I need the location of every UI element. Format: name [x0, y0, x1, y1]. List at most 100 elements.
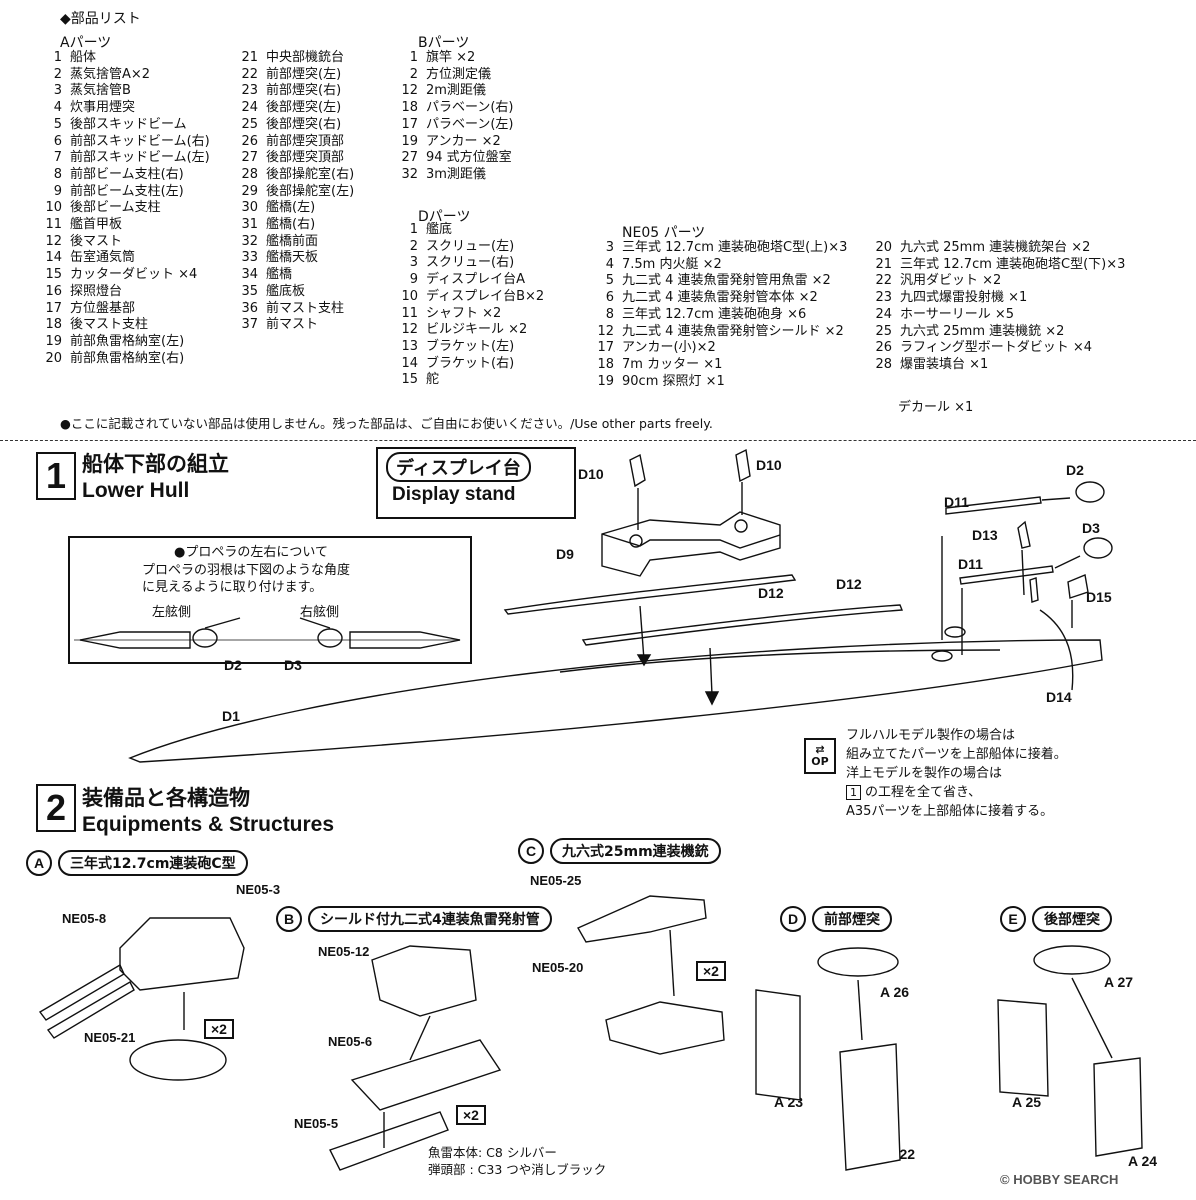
watermark: © HOBBY SEARCH: [1000, 1172, 1119, 1187]
propeller-note-line2: に見えるように取り付けます。: [142, 580, 323, 595]
subassembly-c-title: 九六式25mm連装機銃: [550, 838, 721, 864]
part-number: 2: [409, 238, 418, 254]
step1-title-en: Lower Hull: [82, 479, 190, 502]
part-name: 蒸気捨管B: [70, 83, 131, 99]
b-parts-header: Bパーツ: [418, 35, 470, 51]
label-d3: D3: [1082, 520, 1100, 536]
part-number: 17: [597, 340, 614, 356]
hull-mount-2: [944, 626, 966, 638]
label-ne05-5: NE05-5: [294, 1116, 339, 1131]
label-d2: D2: [1066, 462, 1084, 478]
part-number: 1: [53, 50, 62, 65]
part-name: 缶室通気筒: [70, 250, 136, 266]
propeller-note-box: [68, 536, 472, 664]
part-number: 28: [241, 166, 258, 182]
part-number: 22: [241, 66, 258, 82]
part-number: 30: [241, 200, 258, 216]
label-d3-prop: D3: [284, 657, 302, 673]
label-d13: D13: [972, 527, 998, 543]
label-ne05-3: NE05-3: [236, 882, 281, 897]
paint-note-body: 魚雷本体: C8 シルバー: [428, 1145, 557, 1160]
hull-mount-1: [931, 650, 953, 662]
part-number: 18: [45, 317, 62, 333]
subassembly-c-header: C 九六式25mm連装機銃: [518, 838, 721, 864]
part-number: 22: [875, 273, 892, 289]
op-note-line4: の工程を全て省き、: [865, 785, 982, 800]
rudder-d15: [1067, 574, 1089, 599]
part-name: シャフト ×2: [426, 305, 502, 321]
label-ne05-25: NE05-25: [530, 873, 582, 888]
step1-number: 1: [36, 452, 76, 500]
aa-gun-ne05-25: [577, 895, 707, 943]
part-number: 20: [875, 240, 892, 255]
parts-list-item: 30 艦橋(左): [236, 200, 354, 217]
part-name: 後部煙突頂部: [266, 150, 345, 166]
starboard-shaft: [349, 631, 461, 649]
part-name: ブラケット(左): [426, 338, 515, 354]
part-name: 後部ビーム支柱: [70, 200, 161, 216]
gun-barrel-2: [46, 981, 135, 1039]
part-name: 探照燈台: [70, 283, 123, 299]
part-name: 蒸気捨管A×2: [70, 66, 151, 82]
part-name: 汎用ダビット ×2: [900, 273, 1002, 289]
subassembly-d-letter: D: [780, 906, 806, 932]
display-stand-top: [601, 533, 781, 549]
part-number: 9: [53, 183, 62, 199]
turret-base-ne05-21: [129, 1039, 227, 1081]
starboard-blade-line: [299, 617, 331, 629]
part-name: 中央部機銃台: [266, 50, 345, 65]
part-name: 三年式 12.7cm 連装砲砲塔C型(上)×3: [622, 240, 848, 255]
propeller-note-line1: プロペラの羽根は下図のような角度: [142, 563, 351, 578]
label-a24: A 24: [1128, 1153, 1158, 1169]
part-name: 艦橋(右): [266, 217, 316, 233]
part-number: 19: [401, 133, 418, 149]
part-name: ブラケット(右): [426, 355, 515, 371]
part-name: スクリュー(右): [426, 255, 515, 271]
part-name: 7m カッター ×1: [622, 356, 723, 372]
part-number: 28: [875, 356, 892, 372]
step2-title-jp: 装備品と各構造物: [82, 786, 250, 810]
part-number: 12: [401, 83, 418, 99]
unused-parts-note: ●ここに記載されていない部品は使用しません。残った部品は、ご自由にお使いください…: [60, 416, 713, 431]
op-note-line5: A35パーツを上部船体に接着する。: [846, 804, 1054, 819]
part-name: 後部操舵室(右): [266, 166, 355, 182]
part-name: 前部スキッドビーム(左): [70, 150, 210, 166]
part-name: 艦橋: [266, 267, 293, 283]
part-name: 前マスト支柱: [266, 300, 345, 316]
label-ne05-20: NE05-20: [532, 960, 584, 975]
torpedoes-ne05-5: [329, 1111, 449, 1171]
part-name: カッターダビット ×4: [70, 267, 198, 283]
parts-list-heading: ◆部品リスト: [60, 11, 141, 27]
propeller-note-title: ●プロペラの左右について: [174, 545, 328, 560]
arrow-funnel-e: [1071, 977, 1113, 1059]
part-number: 32: [241, 233, 258, 249]
part-number: 12: [45, 233, 62, 249]
arrow-d14: [1039, 609, 1074, 691]
part-name: スクリュー(左): [426, 238, 515, 254]
part-number: 25: [241, 116, 258, 132]
label-d10-right: D10: [756, 457, 782, 473]
arrow-shield: [409, 1015, 431, 1061]
part-name: 艦橋(左): [266, 200, 316, 216]
label-d15: D15: [1086, 589, 1112, 605]
op-icon: ⇄OP: [804, 738, 836, 774]
part-name: 方位盤基部: [70, 300, 136, 316]
label-ne05-21: NE05-21: [84, 1030, 136, 1045]
display-stand-en: Display stand: [392, 484, 516, 505]
part-number: 2: [409, 66, 418, 82]
stand-hole-right: [734, 519, 748, 533]
